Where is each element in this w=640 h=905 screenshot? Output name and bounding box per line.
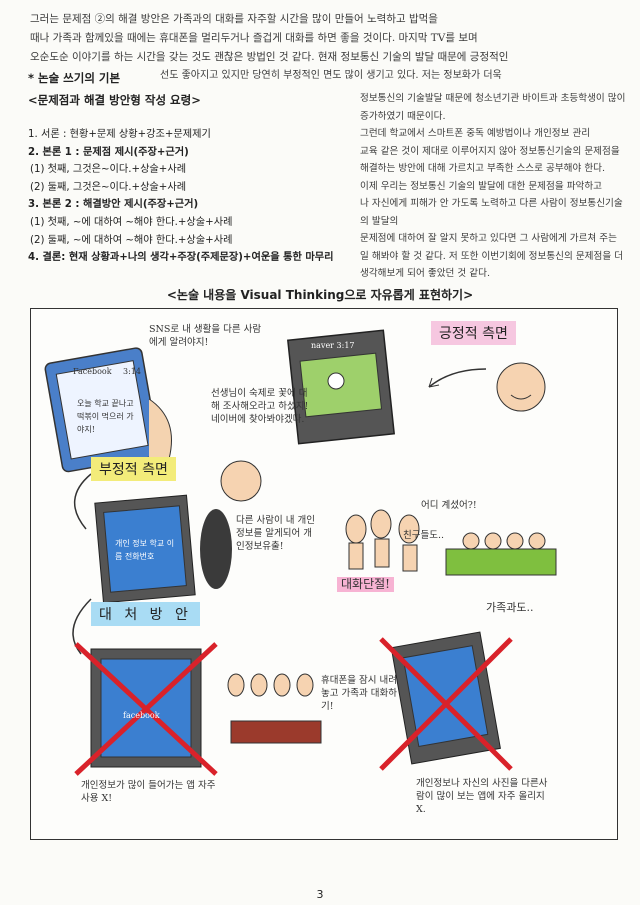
arrow (73, 473, 92, 530)
family-drawing (345, 509, 557, 576)
phone-time-text: 3:14 (123, 367, 141, 376)
page-number: 3 (316, 888, 324, 901)
app-caution-note: 개인정보가 많이 들어가는 앱 자주사용 X! (81, 780, 216, 804)
note-line: 나 자신에게 피해가 안 가도록 노력하고 다른 사람이 정보통신기술의 발달의 (360, 198, 623, 227)
problem-title: <문제점과 해결 방안형 작성 요령> (28, 93, 201, 107)
visual-thinking-title: <논술 내용을 Visual Thinking으로 자유롭게 표현하기> (166, 288, 474, 302)
sns-post-text: 오늘 학교 끝나고 떡볶이 먹으러 가야지! (77, 399, 134, 434)
outline-list: 1. 서론 : 현황+문제 상황+강조+문제제기 2. 본론 1 : 문제점 제… (28, 126, 358, 267)
intro-line: 그러는 문제점 ②의 해결 방안은 가족과의 대화를 자주할 시간을 많이 만들… (30, 13, 438, 25)
basics-title: * 논술 쓰기의 기본 (28, 71, 121, 85)
note-line: 해결하는 방안에 대해 가르치고 부족한 스스로 공부해야 한다. (360, 163, 606, 174)
basics-note: 선도 좋아지고 있지만 당연히 부정적인 면도 많이 생기고 있다. 저는 정보… (160, 70, 502, 81)
intro-line: 오순도순 이야기를 하는 시간을 갖는 것도 괜찮은 방법인 것 같다. 현재 … (30, 51, 509, 63)
friends-note: 친구들도.. (403, 530, 444, 541)
family-table-drawing (227, 673, 322, 744)
facebook-banned-text: facebook (123, 711, 160, 720)
arrow (428, 368, 487, 388)
outline-item: (1) 첫째, ~에 대하여 ~해야 한다.+상술+사례 (30, 216, 233, 228)
note-line: 이제 우리는 정보통신 기술의 발달에 대한 문제점을 파악하고 (360, 180, 603, 192)
outline-item: 1. 서론 : 현황+문제 상황+강조+문제제기 (28, 129, 211, 140)
negative-aspect-tag: 부정적 측면 (91, 457, 176, 481)
note-line: 정보통신의 기술발달 때문에 청소년기관 바이트과 초등학생이 많이 증가하였기… (360, 93, 626, 122)
homework-note: 선생님이 숙제로 꽃에 대해 조사해오라고 하셨지! 네이버에 찾아봐야겠다. (211, 388, 309, 425)
put-down-phone-note: 휴대폰을 잠시 내려놓고 가족과 대화하기! (321, 675, 397, 712)
note-line: 일 해봐야 할 것 같다. 저 또한 이번기회에 정보통신의 문제점을 더 (360, 250, 624, 262)
naver-time-text: naver 3:17 (311, 341, 355, 350)
outline-item: 2. 본론 1 : 문제점 제시(주장+근거) (28, 146, 189, 158)
sns-friends-bubble: 어디 계셨어?! (421, 500, 477, 511)
intro-line: 때나 가족과 함께있을 때에는 휴대폰을 멀리두거나 즐겁게 대화를 하면 좋을… (30, 32, 478, 44)
private-info-note: 다른 사람이 내 개인정보를 알게되어 개인정보유출! (236, 515, 315, 552)
note-line: 생각해보게 되어 좋았던 것 같다. (360, 268, 490, 279)
facebook-crossed-drawing (74, 642, 218, 776)
photo-caution-note: 개인정보나 자신의 사진을 다른사람이 많이 보는 앱에 자주 올리지 X. (416, 778, 548, 815)
outline-item: 4. 결론: 현재 상황과+나의 생각+주장(주제문장)+여운을 통한 마무리 (28, 252, 334, 264)
countermeasure-tag: 대 처 방 안 (91, 602, 200, 626)
privacy-screen-text: 개인 정보 학교 이름 전화번호 (115, 539, 175, 561)
visual-thinking-panel: 긍정적 측면 부정적 측면 대 처 방 안 SNS로 내 생활을 다른 사람에게… (30, 308, 618, 840)
conversation-cut-note: 대화단절! (337, 577, 394, 592)
smiley-face (496, 362, 546, 412)
family-note: 가족과도.. (486, 601, 534, 614)
privacy-phone-drawing (94, 494, 196, 604)
arrow (72, 598, 92, 655)
naver-phone-drawing (287, 329, 395, 445)
hacker-figure (200, 509, 232, 589)
outline-item: 3. 본론 2 : 해결방안 제시(주장+근거) (28, 199, 199, 211)
facebook-header-text: Facebook (73, 367, 112, 376)
intro-handwriting: 그러는 문제점 ②의 해결 방안은 가족과의 대화를 자주할 시간을 많이 만들… (30, 10, 630, 67)
outline-item: (1) 첫째, 그것은~이다.+상술+사례 (30, 164, 187, 176)
note-line: 문제점에 대하여 잘 알지 못하고 있다면 그 사람에게 가르쳐 주는 (360, 233, 617, 244)
sns-phone-drawing (44, 347, 172, 473)
sns-speech-bubble: SNS로 내 생활을 다른 사람에게 알려야지! (149, 324, 262, 348)
sad-face (220, 460, 262, 502)
photo-crossed-drawing (379, 631, 513, 771)
right-handwriting: 정보통신의 기술발달 때문에 청소년기관 바이트과 초등학생이 많이 증가하였기… (360, 90, 630, 283)
outline-item: (2) 둘째, 그것은~이다.+상술+사례 (30, 181, 187, 193)
note-line: 교육 같은 것이 제대로 이루어지지 않아 정보통신기술의 문제점을 (360, 145, 620, 157)
outline-item: (2) 둘째, ~에 대하여 ~해야 한다.+상술+사례 (30, 234, 233, 246)
positive-aspect-tag: 긍정적 측면 (431, 321, 516, 345)
drawing-canvas (44, 329, 557, 776)
note-line: 그런데 학교에서 스마트폰 중독 예방법이나 개인정보 관리 (360, 128, 591, 139)
